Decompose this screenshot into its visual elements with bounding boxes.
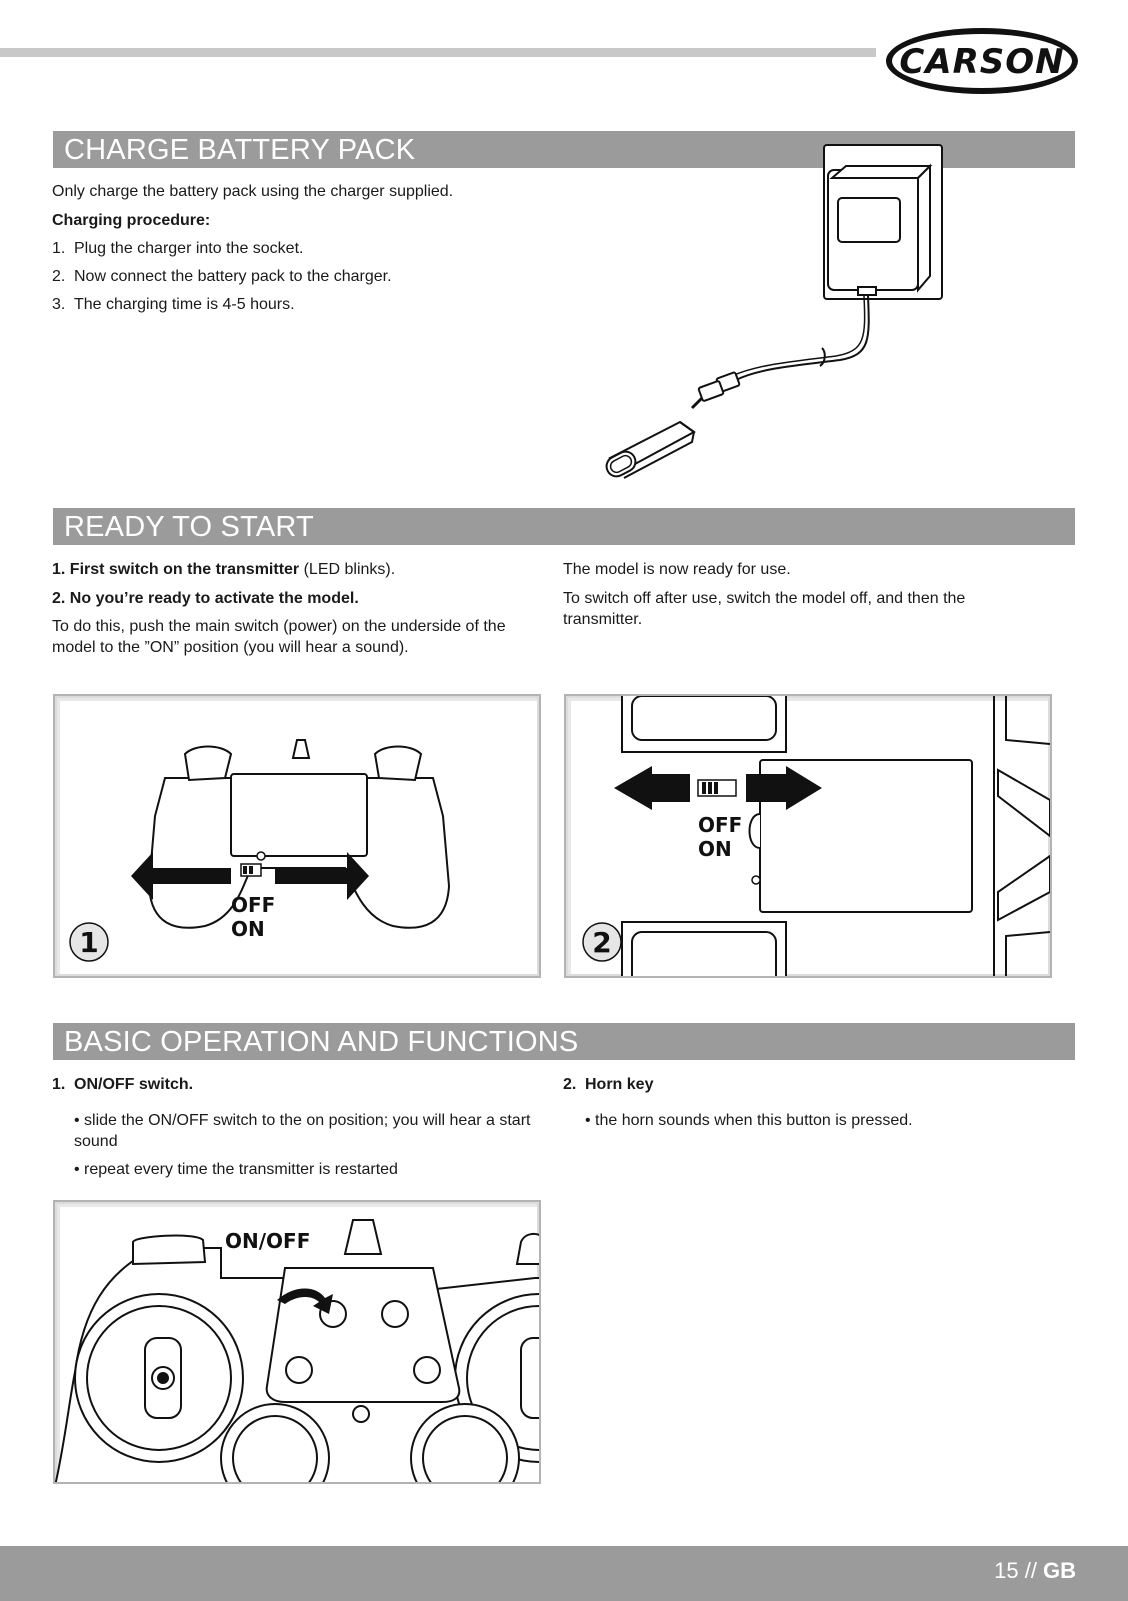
figure-onoff-closeup: ON/OFF [53,1200,541,1484]
svg-text:1: 1 [79,926,98,959]
ready-note-1: The model is now ready for use. [563,561,791,578]
basic-item1-bullet: • repeat every time the transmitter is r… [74,1161,398,1178]
basic-item2-bullet: • the horn sounds when this button is pr… [585,1112,913,1129]
svg-text:OFF: OFF [698,813,742,837]
page-footer: 15 //GB [0,1546,1128,1601]
figure-model-switch: OFF ON 2 [564,694,1052,978]
svg-text:2: 2 [592,926,611,959]
basic-item1-bullet: • slide the ON/OFF switch to the on posi… [74,1112,531,1150]
svg-text:OFF: OFF [231,893,275,917]
figure-transmitter-switch: OFF ON 1 [53,694,541,978]
section-title: CHARGE BATTERY PACK [64,134,416,166]
svg-text:ON: ON [698,837,732,861]
ready-note-2: To switch off after use, switch the mode… [563,590,966,628]
ready-step2-text: To do this, push the main switch (power)… [52,618,506,656]
carson-logo: CARSON [886,28,1078,94]
svg-text:ON: ON [231,917,265,941]
header-rule [0,48,876,57]
svg-text:ON/OFF: ON/OFF [225,1229,310,1253]
charge-step: 2.Now connect the battery pack to the ch… [52,268,392,285]
section-basic-header: BASIC OPERATION AND FUNCTIONS [53,1023,1075,1060]
basic-item2-title: 2.Horn key [563,1076,654,1093]
charge-procedure-label: Charging procedure: [52,212,211,229]
charger-illustration [605,144,943,479]
charge-step: 1.Plug the charger into the socket. [52,240,304,257]
step-badge-1: 1 [69,922,109,962]
svg-text:CARSON: CARSON [899,42,1064,82]
ready-step1: 1. First switch on the transmitter (LED … [52,561,396,578]
basic-item1-title: 1.ON/OFF switch. [52,1076,194,1093]
charge-intro: Only charge the battery pack using the c… [52,183,454,200]
section-ready-header: READY TO START [53,508,1075,545]
page-number: 15 //GB [994,1558,1076,1583]
step-badge-2: 2 [582,922,622,962]
ready-step2-title: 2. No you’re ready to activate the model… [52,590,359,607]
charge-step: 3.The charging time is 4-5 hours. [52,296,295,313]
section-title: BASIC OPERATION AND FUNCTIONS [64,1026,579,1058]
section-title: READY TO START [64,511,314,543]
